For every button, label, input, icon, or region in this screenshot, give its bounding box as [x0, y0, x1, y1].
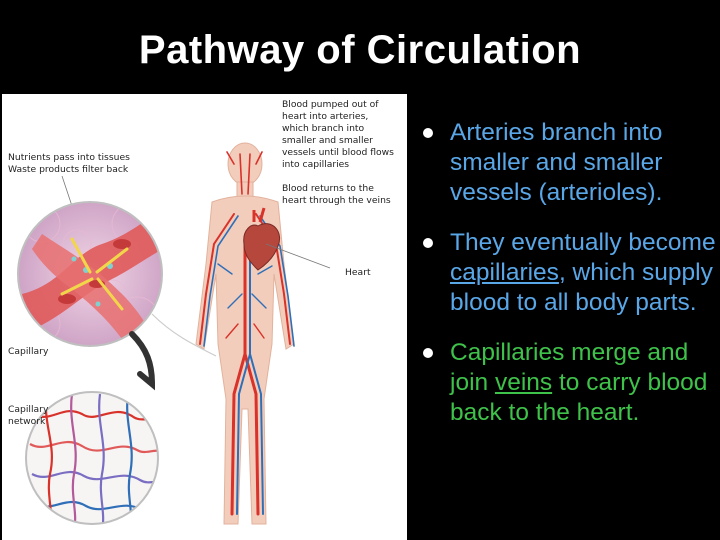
heart-shape — [243, 207, 280, 271]
leader-lines — [61, 175, 331, 269]
capillary-closeup — [18, 202, 162, 346]
bullet-text-pre: Capillaries merge and join — [450, 339, 689, 396]
bullet-text-pre: They eventually become — [450, 229, 716, 256]
bullet-dot-icon — [423, 348, 433, 358]
label-nutrients: Nutrients pass into tissues Waste produc… — [8, 152, 130, 175]
circulation-figure: Blood pumped out of heart into arteries,… — [2, 94, 407, 540]
bullet-item-1: Arteries branch into smaller and smaller… — [420, 118, 716, 208]
bullet-item-3: Capillaries merge and join veins to carr… — [420, 338, 716, 428]
body-silhouette — [195, 142, 295, 525]
slide-title: Pathway of Circulation — [138, 28, 582, 72]
bullet-item-2: They eventually become capillaries, whic… — [420, 228, 716, 318]
veins-link[interactable]: veins — [494, 369, 553, 396]
bullet-text-post: , which supply blood to all body parts. — [450, 259, 713, 316]
capillaries-link[interactable]: capillaries — [450, 259, 559, 286]
vessel-network — [199, 151, 295, 516]
label-capillary: Capillary — [8, 346, 49, 357]
bullet-list: Arteries branch into smaller and smaller… — [420, 118, 716, 448]
bullet-dot-icon — [423, 128, 433, 138]
label-capillary-network: Capillary network — [8, 404, 49, 427]
bullet-dot-icon — [423, 238, 433, 248]
circulation-illustration — [17, 142, 331, 525]
bullet-text: Arteries branch into smaller and smaller… — [450, 119, 663, 206]
label-veins: Blood returns to the heart through the v… — [282, 183, 391, 206]
label-arteries: Blood pumped out of heart into arteries,… — [282, 99, 394, 170]
bullet-text-post: to carry blood back to the heart. — [450, 369, 708, 426]
label-heart: Heart — [345, 267, 371, 278]
